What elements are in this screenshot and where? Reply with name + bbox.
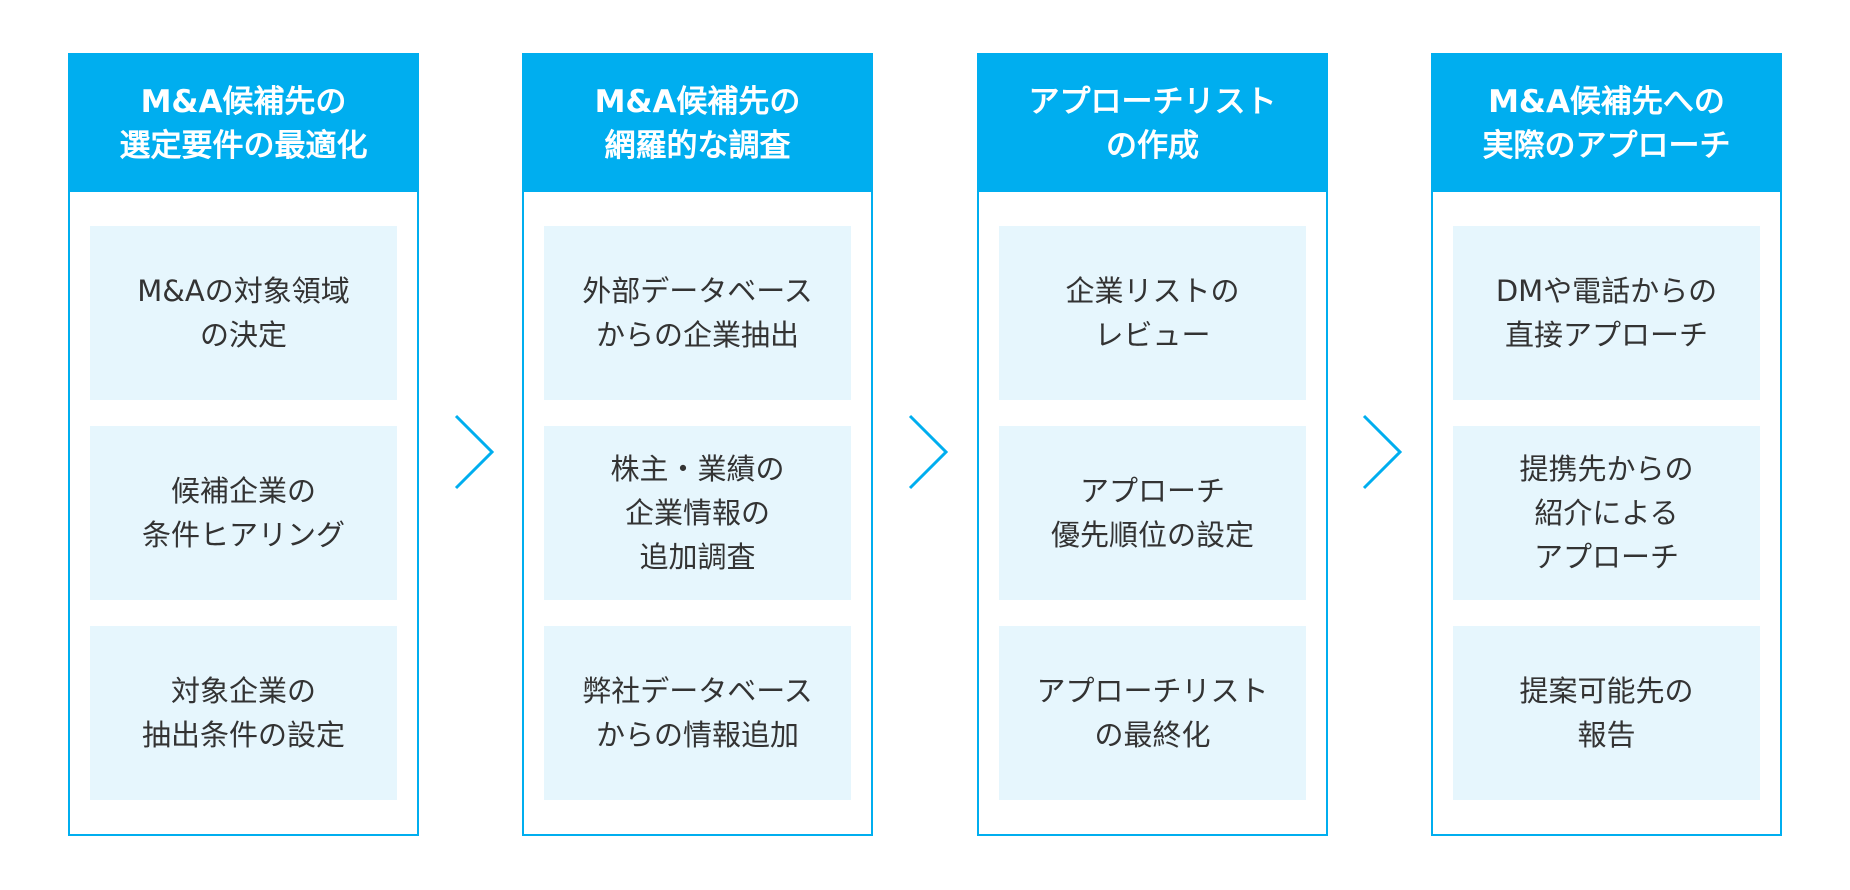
step-task-list-3: 企業リストの レビュー アプローチ 優先順位の設定 アプローチリスト の最終化 bbox=[979, 192, 1326, 800]
step-title-3: アプローチリスト の作成 bbox=[1028, 83, 1277, 164]
task-label: アプローチ 優先順位の設定 bbox=[1050, 474, 1254, 552]
task-label: DMや電話からの 直接アプローチ bbox=[1495, 274, 1718, 352]
step-column-4: M&A候補先への 実際のアプローチ DMや電話からの 直接アプローチ 提携先から… bbox=[1431, 53, 1782, 836]
step-header-3: アプローチリスト の作成 bbox=[979, 55, 1326, 192]
step-task-list-2: 外部データベース からの企業抽出 株主・業績の 企業情報の 追加調査 弊社データ… bbox=[524, 192, 871, 800]
task-label: 提案可能先の 報告 bbox=[1519, 674, 1694, 752]
task-label: 対象企業の 抽出条件の設定 bbox=[141, 674, 345, 752]
task-label: 外部データベース からの企業抽出 bbox=[582, 274, 813, 352]
task-card: 提案可能先の 報告 bbox=[1453, 626, 1760, 800]
task-card: アプローチ 優先順位の設定 bbox=[999, 426, 1306, 600]
step-column-1: M&A候補先の 選定要件の最適化 M&Aの対象領域 の決定 候補企業の 条件ヒア… bbox=[68, 53, 419, 836]
task-card: 外部データベース からの企業抽出 bbox=[544, 226, 851, 400]
step-header-2: M&A候補先の 網羅的な調査 bbox=[524, 55, 871, 192]
task-card: 株主・業績の 企業情報の 追加調査 bbox=[544, 426, 851, 600]
step-column-3: アプローチリスト の作成 企業リストの レビュー アプローチ 優先順位の設定 ア… bbox=[977, 53, 1328, 836]
task-card: 弊社データベース からの情報追加 bbox=[544, 626, 851, 800]
task-card: DMや電話からの 直接アプローチ bbox=[1453, 226, 1760, 400]
step-title-4: M&A候補先への 実際のアプローチ bbox=[1482, 83, 1731, 164]
task-card: M&Aの対象領域 の決定 bbox=[90, 226, 397, 400]
step-header-4: M&A候補先への 実際のアプローチ bbox=[1433, 55, 1780, 192]
task-label: M&Aの対象領域 の決定 bbox=[137, 274, 350, 352]
task-label: 弊社データベース からの情報追加 bbox=[582, 674, 813, 752]
chevron-right-icon bbox=[908, 414, 949, 490]
task-card: 提携先からの 紹介による アプローチ bbox=[1453, 426, 1760, 600]
step-task-list-1: M&Aの対象領域 の決定 候補企業の 条件ヒアリング 対象企業の 抽出条件の設定 bbox=[70, 192, 417, 800]
step-column-2: M&A候補先の 網羅的な調査 外部データベース からの企業抽出 株主・業績の 企… bbox=[522, 53, 873, 836]
task-label: 株主・業績の 企業情報の 追加調査 bbox=[610, 452, 785, 574]
chevron-right-icon bbox=[1362, 414, 1403, 490]
task-card: アプローチリスト の最終化 bbox=[999, 626, 1306, 800]
task-label: 企業リストの レビュー bbox=[1065, 274, 1240, 352]
task-card: 候補企業の 条件ヒアリング bbox=[90, 426, 397, 600]
chevron-right-icon bbox=[454, 414, 495, 490]
step-title-2: M&A候補先の 網羅的な調査 bbox=[594, 83, 801, 164]
task-card: 対象企業の 抽出条件の設定 bbox=[90, 626, 397, 800]
task-card: 企業リストの レビュー bbox=[999, 226, 1306, 400]
task-label: 提携先からの 紹介による アプローチ bbox=[1519, 452, 1694, 574]
step-header-1: M&A候補先の 選定要件の最適化 bbox=[70, 55, 417, 192]
task-label: 候補企業の 条件ヒアリング bbox=[141, 474, 345, 552]
task-label: アプローチリスト の最終化 bbox=[1036, 674, 1269, 752]
step-title-1: M&A候補先の 選定要件の最適化 bbox=[119, 83, 368, 164]
step-task-list-4: DMや電話からの 直接アプローチ 提携先からの 紹介による アプローチ 提案可能… bbox=[1433, 192, 1780, 800]
